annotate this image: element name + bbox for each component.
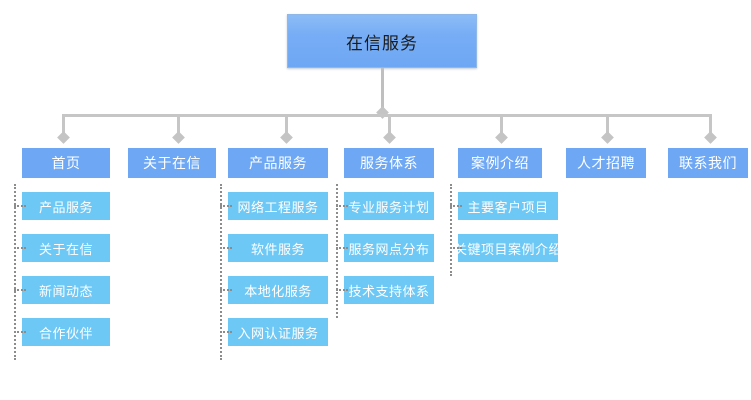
drop-stem-7 [709,117,712,137]
child-stub-1 [450,205,462,207]
branch-diamond-icon-3 [280,131,293,144]
child-group-chanpinfuwu: 网络工程服务 软件服务 本地化服务 入网认证服务 [220,184,328,360]
child-spine-shouye [14,184,16,360]
child-node[interactable]: 关键项目案例介绍 [454,234,562,262]
child-node[interactable]: 关于在信 [22,234,110,262]
child-stub-1 [220,205,232,207]
branch-diamond-icon-4 [383,131,396,144]
child-node[interactable]: 网络工程服务 [228,192,328,220]
child-group-anlijieshao: 主要客户项目 关键项目案例介绍 [450,184,562,276]
child-node[interactable]: 软件服务 [228,234,328,262]
child-stub-3 [14,289,26,291]
child-stub-1 [336,205,348,207]
child-node-label: 主要客户项目 [467,199,549,215]
root-trunk-connector [381,68,384,114]
branch-column-fuwutixi: 服务体系 专业服务计划 服务网点分布 技术支持体系 [336,148,434,318]
child-node-label: 新闻动态 [38,283,93,299]
branch-column-guanyuzaixin: 关于在信 [128,148,216,178]
child-spine-chanpinfuwu [220,184,222,360]
root-node-label: 在信服务 [346,33,418,53]
branch-diamond-icon-1 [57,131,70,144]
branch-column-chanpinfuwu: 产品服务 网络工程服务 软件服务 本地化服务 入网认证服务 [220,148,328,360]
branch-diamond-icon-7 [704,131,717,144]
branch-node-shouye[interactable]: 首页 [22,148,110,178]
child-node-label: 本地化服务 [244,283,312,299]
branch-node-label: 人才招聘 [577,155,635,171]
child-node-label: 服务网点分布 [348,241,430,257]
drop-stem-2 [177,117,180,137]
branch-node-guanyuzaixin[interactable]: 关于在信 [128,148,216,178]
branch-node-label: 产品服务 [249,155,307,171]
branch-node-anlijieshao[interactable]: 案例介绍 [458,148,542,178]
child-node-label: 软件服务 [250,241,305,257]
branch-column-lianxiwomen: 联系我们 [668,148,748,178]
child-node[interactable]: 产品服务 [22,192,110,220]
branch-node-label: 服务体系 [360,155,418,171]
child-stub-3 [220,289,232,291]
child-node-label: 网络工程服务 [237,199,319,215]
child-node[interactable]: 服务网点分布 [344,234,434,262]
child-node[interactable]: 专业服务计划 [344,192,434,220]
branch-node-label: 关于在信 [143,155,201,171]
child-node-label: 入网认证服务 [237,325,319,341]
child-node-label: 技术支持体系 [348,283,430,299]
branch-node-fuwutixi[interactable]: 服务体系 [344,148,434,178]
child-node[interactable]: 入网认证服务 [228,318,328,346]
child-stub-2 [14,247,26,249]
child-stub-2 [220,247,232,249]
child-node-label: 专业服务计划 [348,199,430,215]
branch-diamond-icon-6 [601,131,614,144]
branch-node-label: 联系我们 [679,155,737,171]
child-node[interactable]: 主要客户项目 [458,192,558,220]
child-spine-fuwutixi [336,184,338,318]
child-group-shouye: 产品服务 关于在信 新闻动态 合作伙伴 [14,184,110,360]
child-node[interactable]: 合作伙伴 [22,318,110,346]
branch-node-chanpinfuwu[interactable]: 产品服务 [228,148,328,178]
child-node-label: 关于在信 [38,241,93,257]
child-node[interactable]: 新闻动态 [22,276,110,304]
child-stub-2 [450,247,462,249]
branch-node-lianxiwomen[interactable]: 联系我们 [668,148,748,178]
child-node-label: 关键项目案例介绍 [454,241,563,257]
drop-stem-1 [62,117,65,137]
drop-stem-3 [285,117,288,137]
horizontal-bus-connector [62,114,712,117]
branch-node-rencaizhaopin[interactable]: 人才招聘 [566,148,646,178]
branch-node-label: 首页 [51,155,81,171]
branch-node-label: 案例介绍 [471,155,529,171]
child-node[interactable]: 本地化服务 [228,276,328,304]
child-node-label: 产品服务 [38,199,93,215]
branch-column-anlijieshao: 案例介绍 主要客户项目 关键项目案例介绍 [450,148,562,276]
child-node[interactable]: 技术支持体系 [344,276,434,304]
child-stub-4 [14,331,26,333]
drop-stem-6 [606,117,609,137]
child-group-fuwutixi: 专业服务计划 服务网点分布 技术支持体系 [336,184,434,318]
drop-stem-4 [388,117,391,137]
branch-diamond-icon-5 [495,131,508,144]
branch-diamond-icon-2 [172,131,185,144]
child-stub-3 [336,289,348,291]
child-stub-4 [220,331,232,333]
child-stub-2 [336,247,348,249]
child-spine-anlijieshao [450,184,452,276]
drop-stem-5 [500,117,503,137]
child-stub-1 [14,205,26,207]
root-node[interactable]: 在信服务 [287,14,477,68]
child-node-label: 合作伙伴 [38,325,93,341]
branch-column-shouye: 首页 产品服务 关于在信 新闻动态 合作伙伴 [14,148,110,360]
branch-column-rencaizhaopin: 人才招聘 [566,148,646,178]
